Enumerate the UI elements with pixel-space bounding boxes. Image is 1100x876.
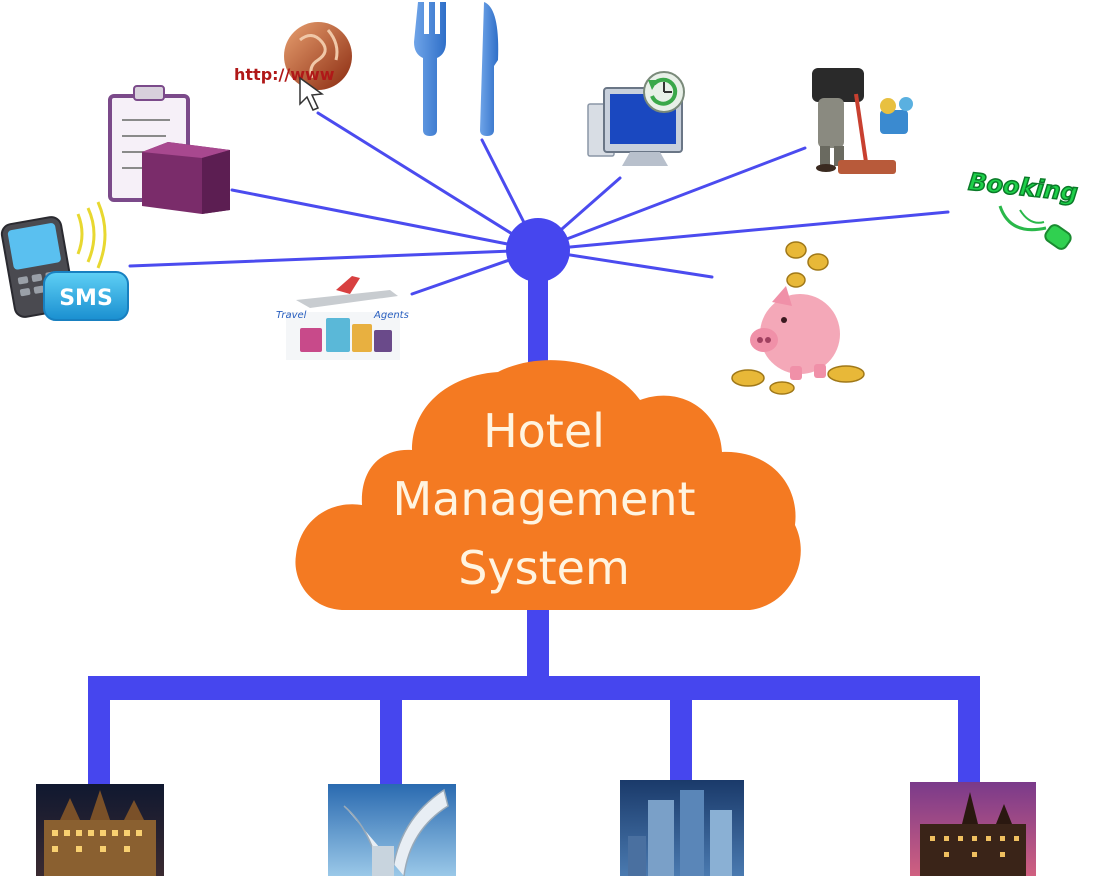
spoke-clipboard — [230, 188, 540, 252]
travel-label: Travel — [276, 310, 307, 321]
booking-key-icon: Booking — [966, 167, 1080, 250]
computer-clock-icon — [587, 71, 685, 166]
travel-agents-icon: Travel Agents — [276, 276, 409, 360]
restaurant-fork-knife-icon — [414, 2, 499, 136]
cloud-title-line1: Hotel — [483, 404, 605, 458]
hotel-photo-4 — [910, 782, 1036, 876]
agents-label: Agents — [373, 310, 409, 321]
spoke-web — [316, 111, 540, 252]
web-url-label: http://www — [234, 65, 335, 84]
hotel-branch-tree — [88, 600, 980, 786]
hms-cloud: Hotel Management System — [295, 360, 801, 610]
cursor-icon — [299, 76, 325, 111]
branch-drop-2 — [380, 676, 402, 786]
housekeeping-cleaner-icon — [812, 68, 913, 174]
cloud-title-line3: System — [458, 541, 630, 595]
spoke-sms — [128, 248, 540, 268]
sms-phone-icon: SMS — [0, 201, 129, 321]
branch-drop-3 — [670, 676, 692, 786]
spoke-housekeeping — [536, 146, 807, 252]
sms-label: SMS — [59, 286, 113, 311]
spoke-booking — [536, 210, 950, 252]
hub-node — [506, 218, 570, 282]
web-globe-icon: http://www — [234, 22, 352, 111]
booking-label: Booking — [967, 168, 1079, 207]
branch-trunk — [527, 600, 549, 682]
branch-drop-1 — [88, 676, 110, 786]
hotel-photo-2 — [328, 784, 456, 876]
cloud-title-line2: Management — [392, 472, 695, 526]
hotel-photo-3 — [620, 780, 744, 876]
hotel-photo-1 — [36, 784, 164, 876]
branch-drop-4 — [958, 676, 980, 786]
inventory-clipboard-icon — [108, 85, 230, 214]
branch-bar — [88, 676, 980, 700]
piggy-bank-finance-icon — [731, 241, 865, 395]
